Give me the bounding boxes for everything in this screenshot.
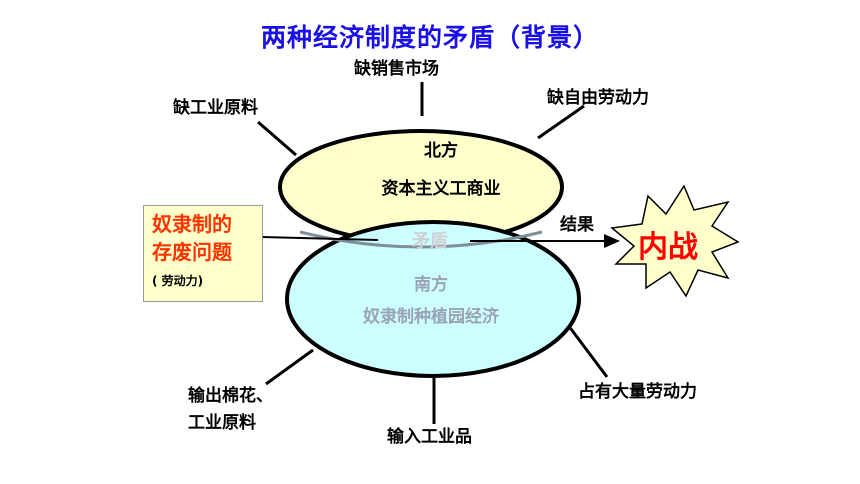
- conflict-label: 矛盾: [412, 231, 448, 252]
- south-region-label: 南方: [414, 275, 448, 295]
- south-economy-label: 奴隶制种植园经济: [363, 307, 499, 327]
- connector-cotton-export: [265, 348, 314, 386]
- label-import-industrial: 输入工业品: [387, 427, 472, 447]
- south-ellipse: [285, 220, 581, 378]
- connector-labor-owned: [566, 324, 609, 378]
- label-lack-free-labor: 缺自由劳动力: [547, 88, 649, 108]
- issue-note: ( 劳动力): [152, 274, 204, 288]
- slavery-issue-box: 奴隶制的 存废问题 ( 劳动力): [143, 205, 263, 302]
- page-title: 两种经济制度的矛盾（背景）: [260, 23, 599, 52]
- war-starburst: [610, 184, 740, 298]
- label-export-cotton: 输出棉花、: [188, 386, 273, 406]
- issue-line-1: 奴隶制的: [152, 212, 232, 236]
- north-economy-label: 资本主义工商业: [381, 179, 501, 199]
- label-raw-materials-south: 工业原料: [188, 413, 256, 433]
- label-lack-market: 缺销售市场: [354, 59, 439, 79]
- outcome-war-label: 内战: [638, 230, 698, 265]
- issue-line-2: 存废问题: [152, 240, 232, 264]
- connector-free-labor: [537, 104, 585, 140]
- issue-line-left: [261, 236, 379, 241]
- connector-raw-materials: [257, 120, 297, 157]
- result-arrowhead: [604, 234, 620, 248]
- north-region-label: 北方: [424, 141, 458, 161]
- result-label: 结果: [560, 215, 594, 235]
- label-own-labor: 占有大量劳动力: [578, 382, 697, 402]
- label-lack-raw-materials: 缺工业原料: [173, 98, 258, 118]
